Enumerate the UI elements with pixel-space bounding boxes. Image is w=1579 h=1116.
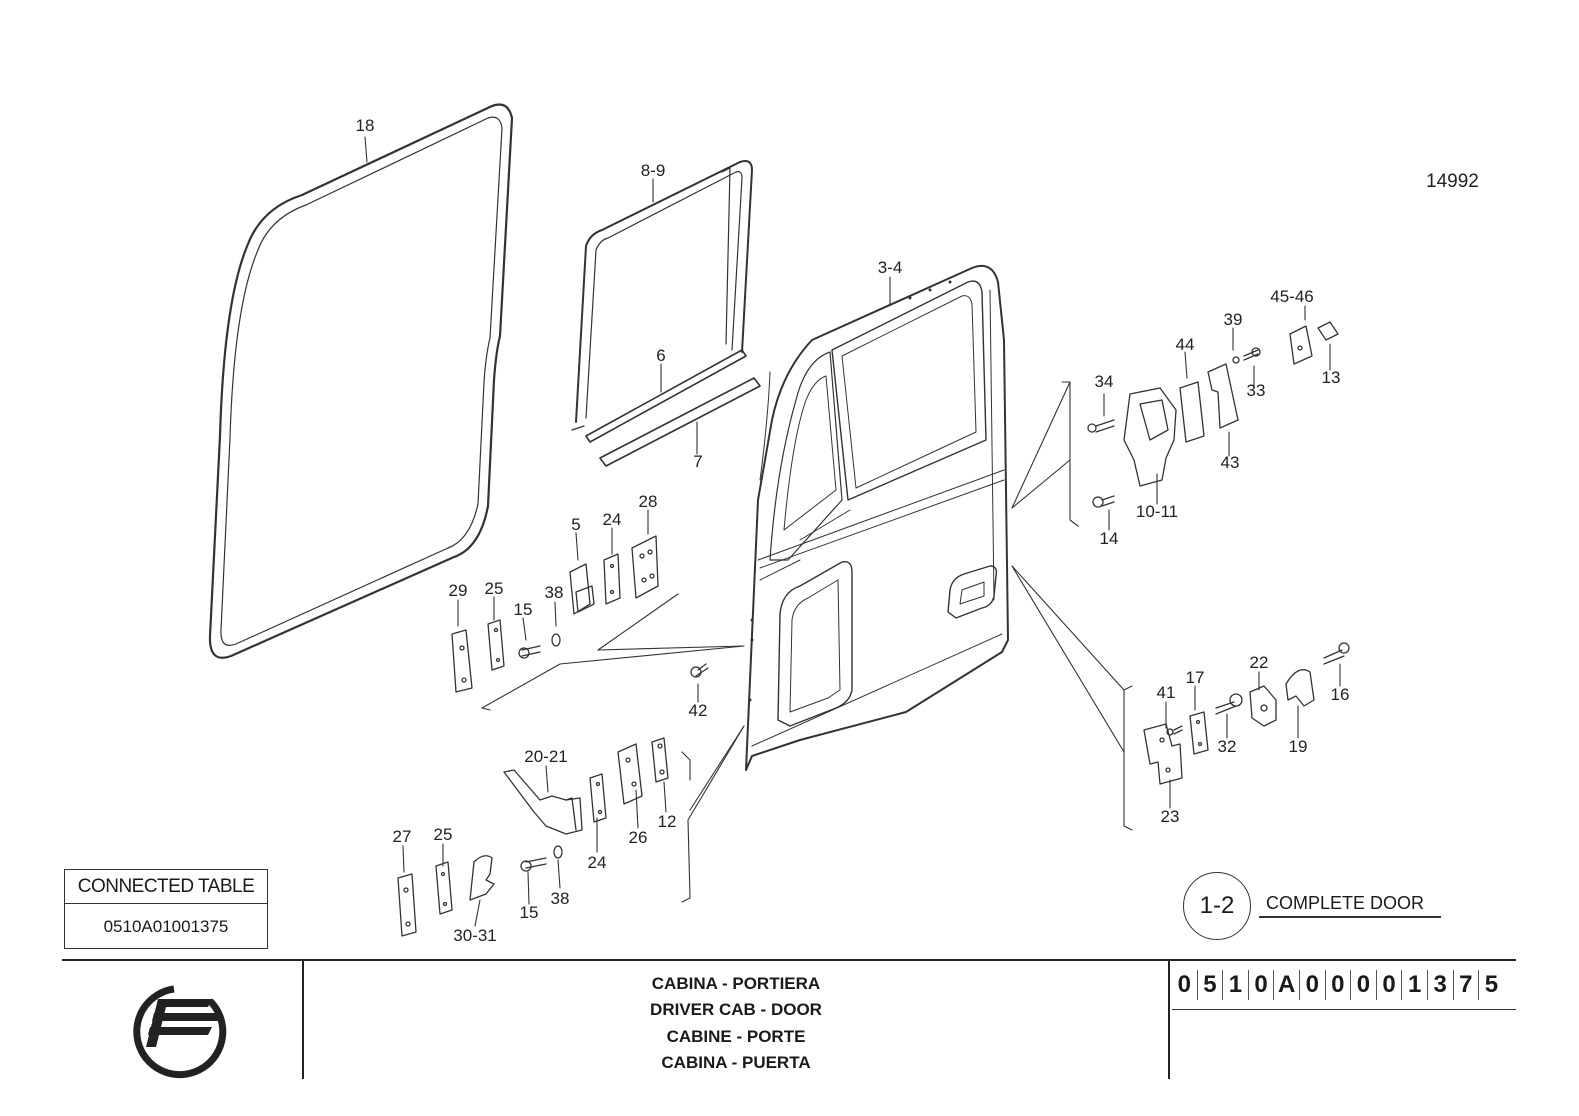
part-label-24-upper: 24 [602,510,622,529]
part-label-17: 17 [1185,668,1205,687]
part-label-5: 5 [571,515,581,534]
title-spanish: CABINA - PUERTA [661,1052,811,1072]
code-char: 0 [1326,970,1352,1000]
part-label-3-4: 3-4 [877,258,903,277]
part-label-45-46: 45-46 [1270,287,1314,306]
lock-mechanism-parts [1087,321,1339,508]
sheet-title-underline [1259,916,1441,918]
part-label-8-9: 8-9 [640,161,666,180]
part-label-42: 42 [688,701,708,720]
title-block-titles: CABINA - PORTIERA DRIVER CAB - DOOR CABI… [304,961,1170,1079]
part-label-14: 14 [1099,529,1119,548]
part-label-25-lower: 25 [433,825,453,844]
code-char: 0 [1351,970,1377,1000]
part-label-16: 16 [1330,685,1350,704]
door-seal-18 [208,103,514,659]
code-char: 0 [1300,970,1326,1000]
title-block: CABINA - PORTIERA DRIVER CAB - DOOR CABI… [62,959,1516,1081]
code-char: A [1274,970,1300,1000]
code-char: 5 [1484,971,1499,998]
part-label-12: 12 [657,812,677,831]
code-char: 0 [1249,970,1275,1000]
leader-lines [364,136,1341,927]
part-label-26: 26 [628,828,648,847]
part-label-6: 6 [656,346,666,365]
part-label-27: 27 [392,827,412,846]
connected-table-code: 0510A01001375 [103,917,229,936]
code-char: 7 [1454,970,1480,1000]
part-label-32: 32 [1217,737,1237,756]
code-char: 1 [1223,970,1249,1000]
title-italian: CABINA - PORTIERA [651,974,821,993]
part-label-30-31: 30-31 [453,926,497,945]
code-char: 0 [1377,970,1403,1000]
part-label-29: 29 [448,581,468,600]
part-label-15-upper: 15 [513,600,533,619]
code-char: 0 [1172,970,1198,1000]
door-shell-3-4 [745,264,1009,771]
part-label-13: 13 [1321,368,1341,387]
sheet-title: COMPLETE DOOR [1266,893,1425,913]
title-block-code: 0 5 1 0 A 0 0 0 0 1 3 7 5 [1172,961,1516,1010]
company-logo [62,961,304,1079]
title-french: CABINE - PORTE [666,1026,806,1046]
striker-parts [1143,642,1350,785]
part-label-15-lower: 15 [519,903,539,922]
window-strip-7 [599,377,761,467]
part-label-7: 7 [693,452,703,471]
part-label-25-upper: 25 [484,579,504,598]
part-label-38-lower: 38 [550,889,570,908]
part-label-33: 33 [1246,381,1266,400]
sheet-number: 1-2 [1183,872,1251,940]
hinge-parts-lower [397,663,709,937]
part-label-34: 34 [1094,372,1114,391]
code-char: 3 [1428,970,1454,1000]
code-char: 5 [1198,970,1224,1000]
part-label-23: 23 [1160,807,1180,826]
code-char: 1 [1402,970,1428,1000]
connected-table-title: CONNECTED TABLE [65,870,267,904]
part-label-10-11: 10-11 [1135,502,1179,521]
part-label-22: 22 [1249,653,1269,672]
title-english: DRIVER CAB - DOOR [650,1000,822,1020]
hinge-parts-upper [451,535,659,693]
logo-mark-icon [133,985,227,1079]
part-label-41: 41 [1156,683,1176,702]
part-label-43: 43 [1220,453,1240,472]
part-label-28: 28 [638,492,658,511]
window-strip-6 [585,349,747,443]
part-label-20-21: 20-21 [524,747,568,766]
part-label-19: 19 [1288,737,1308,756]
part-label-39: 39 [1223,310,1243,329]
window-channel-8-9 [571,160,753,431]
drawing-number: 14992 [1426,171,1479,192]
part-label-18: 18 [355,116,375,135]
exploded-door-diagram [208,103,1350,937]
part-label-24-lower: 24 [587,853,607,872]
part-label-44: 44 [1175,335,1195,354]
connected-table: CONNECTED TABLE 0510A01001375 [64,869,268,949]
part-label-38-upper: 38 [544,583,564,602]
